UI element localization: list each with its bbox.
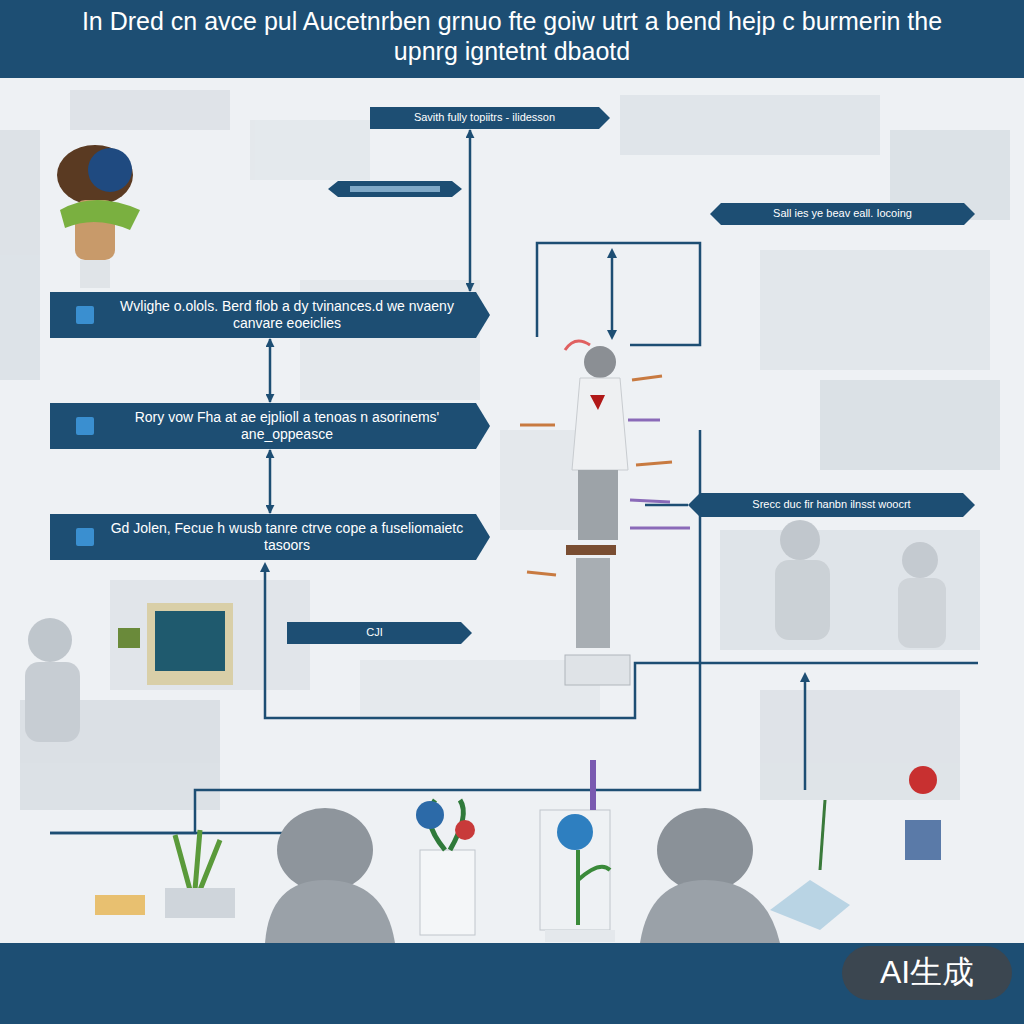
banner-box: CJI bbox=[287, 622, 472, 644]
monitor bbox=[118, 603, 233, 685]
banner-fill bbox=[370, 107, 610, 129]
standing-person bbox=[520, 341, 690, 685]
node-label: CJI bbox=[366, 626, 383, 639]
banner-fill bbox=[287, 622, 472, 644]
banner-text: Rory vow Fha at ae ejplioll a tenoas n a… bbox=[106, 409, 468, 443]
banner-box: Savith fully topiitrs - ilidesson bbox=[370, 107, 610, 129]
head-icon bbox=[57, 145, 140, 288]
banner-fill bbox=[50, 514, 490, 560]
connector bbox=[469, 130, 472, 291]
node-label: Savith fully topiitrs - ilidesson bbox=[414, 111, 555, 124]
small-banner bbox=[328, 181, 462, 197]
banner-box: Gd Jolen, Fecue h wusb tanre ctrve cope … bbox=[50, 514, 490, 560]
node-label: Gd Jolen, Fecue h wusb tanre ctrve cope … bbox=[106, 520, 468, 554]
watermark: AI生成 bbox=[842, 946, 1012, 1000]
banner-text: Savith fully topiitrs - ilidesson bbox=[414, 111, 555, 124]
node-label: Srecc duc fir hanbn ilnsst woocrt bbox=[752, 498, 910, 511]
banner-fill bbox=[688, 493, 975, 517]
banner-icon bbox=[76, 306, 94, 324]
bottom-band bbox=[0, 943, 1024, 1024]
node-label: Rory vow Fha at ae ejplioll a tenoas n a… bbox=[106, 409, 468, 443]
banner-fill bbox=[50, 292, 490, 338]
banner-text: CJI bbox=[366, 626, 383, 639]
bottom-scene bbox=[95, 760, 941, 943]
banner-box: Sall ies ye beav eall. Iocoing bbox=[710, 203, 975, 225]
connector bbox=[269, 339, 272, 402]
diagram-title: In Dred cn avce pul Aucetnrben grnuo fte… bbox=[62, 6, 962, 66]
wiring bbox=[50, 243, 978, 833]
connector bbox=[269, 450, 272, 513]
banner-icon bbox=[76, 528, 94, 546]
banner-text: Gd Jolen, Fecue h wusb tanre ctrve cope … bbox=[106, 520, 468, 554]
banner-fill bbox=[50, 403, 490, 449]
banner-box: Wvlighe o.olols. Berd flob a dy tvinance… bbox=[50, 292, 490, 338]
node-label: Sall ies ye beav eall. Iocoing bbox=[773, 207, 912, 220]
node-label: Wvlighe o.olols. Berd flob a dy tvinance… bbox=[106, 298, 468, 332]
banner-box: Srecc duc fir hanbn ilnsst woocrt bbox=[688, 493, 975, 517]
title-band bbox=[0, 0, 1024, 78]
faded-office bbox=[0, 90, 1010, 810]
banner-text: Sall ies ye beav eall. Iocoing bbox=[773, 207, 912, 220]
banner-stripe bbox=[350, 186, 440, 192]
banner-text: Wvlighe o.olols. Berd flob a dy tvinance… bbox=[106, 298, 468, 332]
banner-text: Srecc duc fir hanbn ilnsst woocrt bbox=[752, 498, 910, 511]
banner-box: Rory vow Fha at ae ejplioll a tenoas n a… bbox=[50, 403, 490, 449]
banner-icon bbox=[76, 417, 94, 435]
banner-fill bbox=[710, 203, 975, 225]
